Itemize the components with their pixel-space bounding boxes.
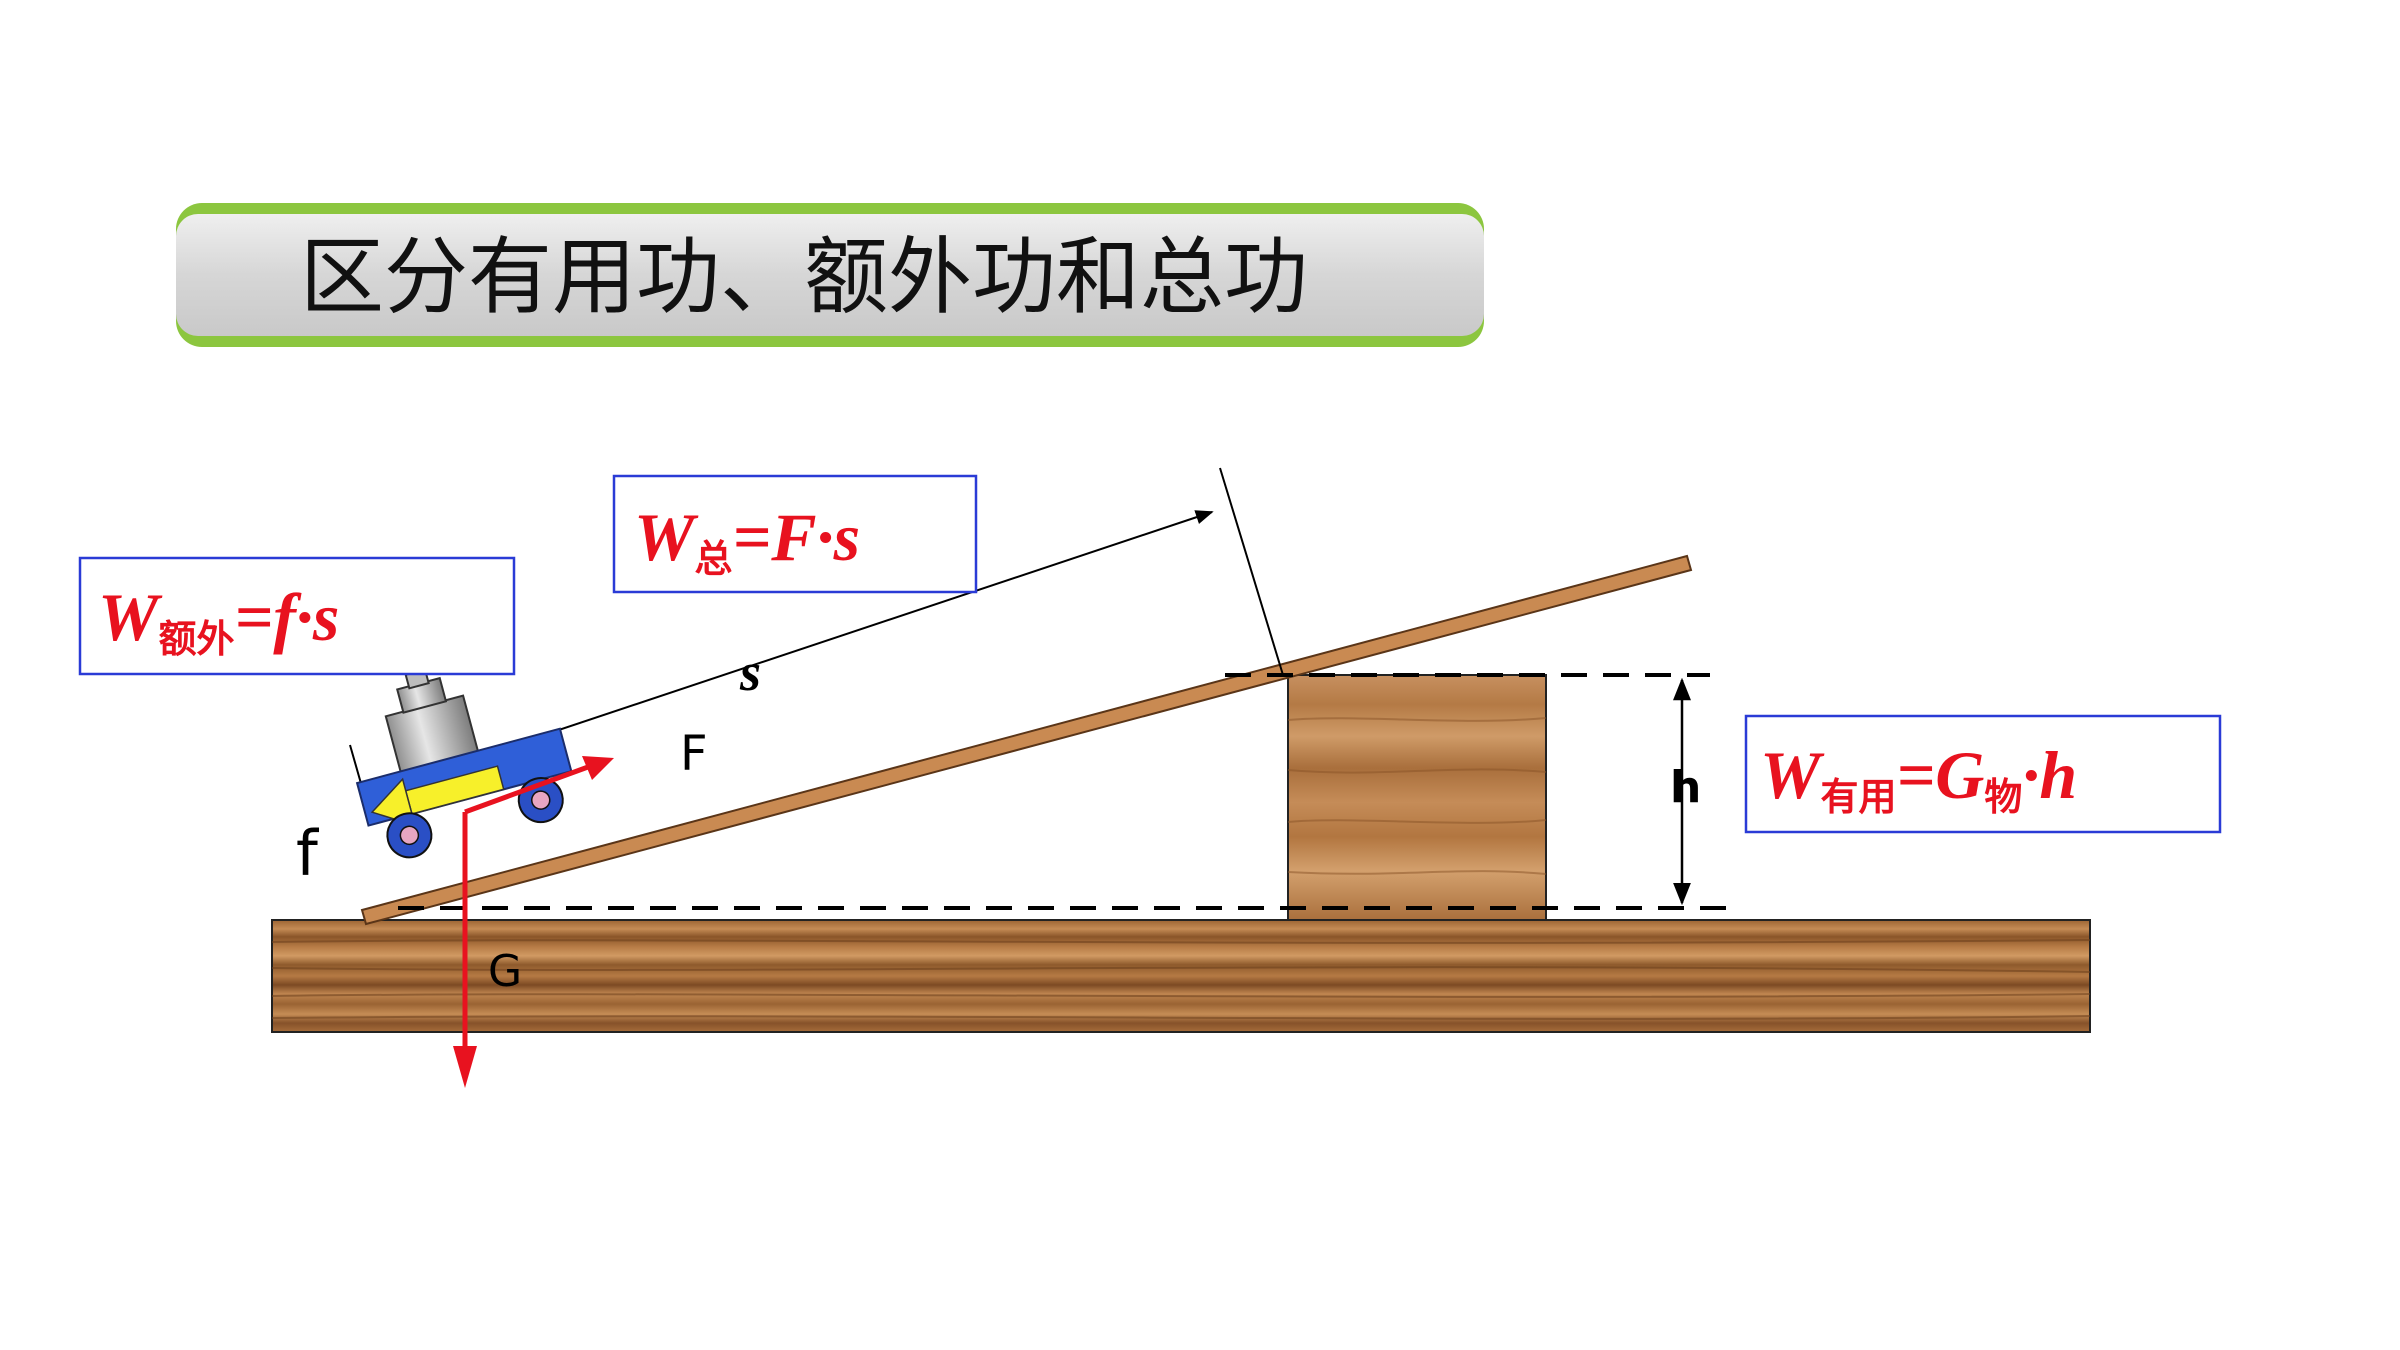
label-f: f: [296, 817, 320, 890]
formula-extra-eq: =: [234, 579, 273, 655]
wheel-rear: [386, 812, 433, 859]
formula-useful-sub: 有用: [1820, 775, 1896, 819]
svg-text:W额外=f·s: W额外=f·s: [98, 579, 339, 661]
formula-useful-W: W: [1760, 737, 1825, 813]
gravity-G-arrow: [453, 812, 477, 1088]
formula-extra-sub: 额外: [158, 617, 234, 661]
weight-block: [384, 668, 480, 776]
page-title: 区分有用功、额外功和总功: [300, 228, 1308, 326]
block-grain: [1287, 717, 1547, 875]
label-s: s: [739, 642, 761, 702]
formula-total-rhs: =F·s: [732, 499, 860, 575]
s-extension-top: [1219, 467, 1284, 676]
formula-useful-work-box: W有用=G物·h: [1744, 714, 2222, 834]
ground-grain: [271, 939, 2091, 1020]
wooden-block: [1287, 674, 1547, 921]
formula-total-sub: 总: [694, 537, 732, 581]
formula-useful-sub2: 物: [1984, 775, 2022, 819]
ground-board: [271, 919, 2091, 1033]
cart: [355, 668, 573, 859]
svg-text:W有用=G物·h: W有用=G物·h: [1760, 737, 2077, 819]
formula-useful-eq: =G: [1896, 737, 1984, 813]
formula-extra-rest: ·s: [296, 579, 339, 655]
friction-arrow: [370, 765, 505, 827]
label-F: F: [680, 726, 708, 782]
formula-total-work-box: W总=F·s: [612, 474, 978, 594]
formula-total-W: W: [634, 499, 699, 575]
title-banner: 区分有用功、额外功和总功: [176, 203, 1484, 347]
force-F-arrow: [464, 756, 614, 815]
svg-text:W总=F·s: W总=F·s: [634, 499, 860, 581]
formula-useful-rest: ·h: [2022, 737, 2077, 813]
formula-extra-work-box: W额外=f·s: [78, 556, 516, 676]
formula-extra-W: W: [98, 579, 163, 655]
label-h: h: [1670, 762, 1701, 813]
label-G: G: [488, 946, 522, 997]
